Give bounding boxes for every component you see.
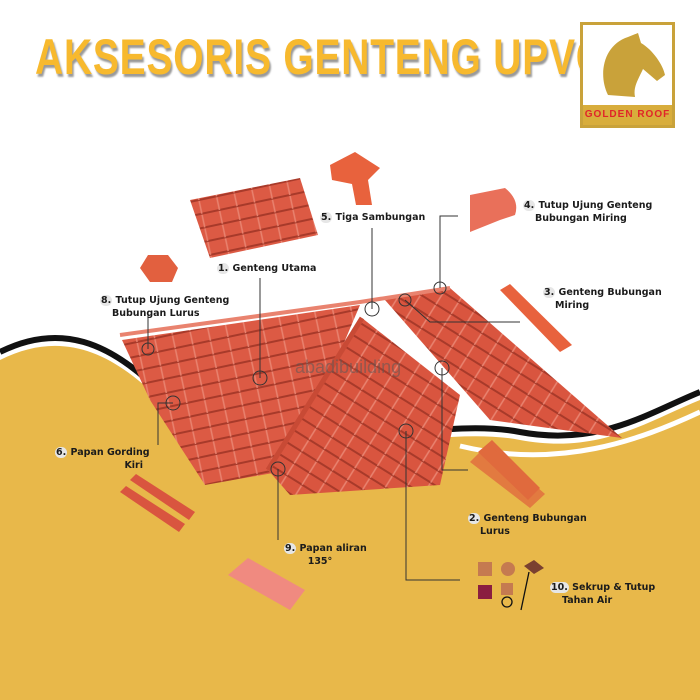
genteng-utama-image [190,178,318,258]
page-title: AKSESORIS GENTENG UPVC [35,29,605,85]
horse-head-icon [603,33,665,97]
sekrup-image [478,560,544,611]
papan-gording-image [120,474,195,532]
bubungan-lurus-image [470,440,545,508]
callout-lines [141,215,520,581]
bubungan-miring-image [500,284,572,352]
tutup-ujung-miring-image [470,188,517,232]
tiga-sambungan-image [330,152,380,205]
label-genteng-utama: 1. Genteng Utama [217,263,317,274]
logo-text: GOLDEN ROOF [583,105,672,125]
watermark: abadibuilding [295,357,402,377]
label-tiga-sambungan: 5. Tiga Sambungan [320,212,426,223]
tutup-ujung-lurus-image [140,255,178,282]
golden-roof-logo: GOLDEN ROOF [580,22,675,128]
papan-aliran-image [228,558,305,610]
roof [119,286,622,495]
